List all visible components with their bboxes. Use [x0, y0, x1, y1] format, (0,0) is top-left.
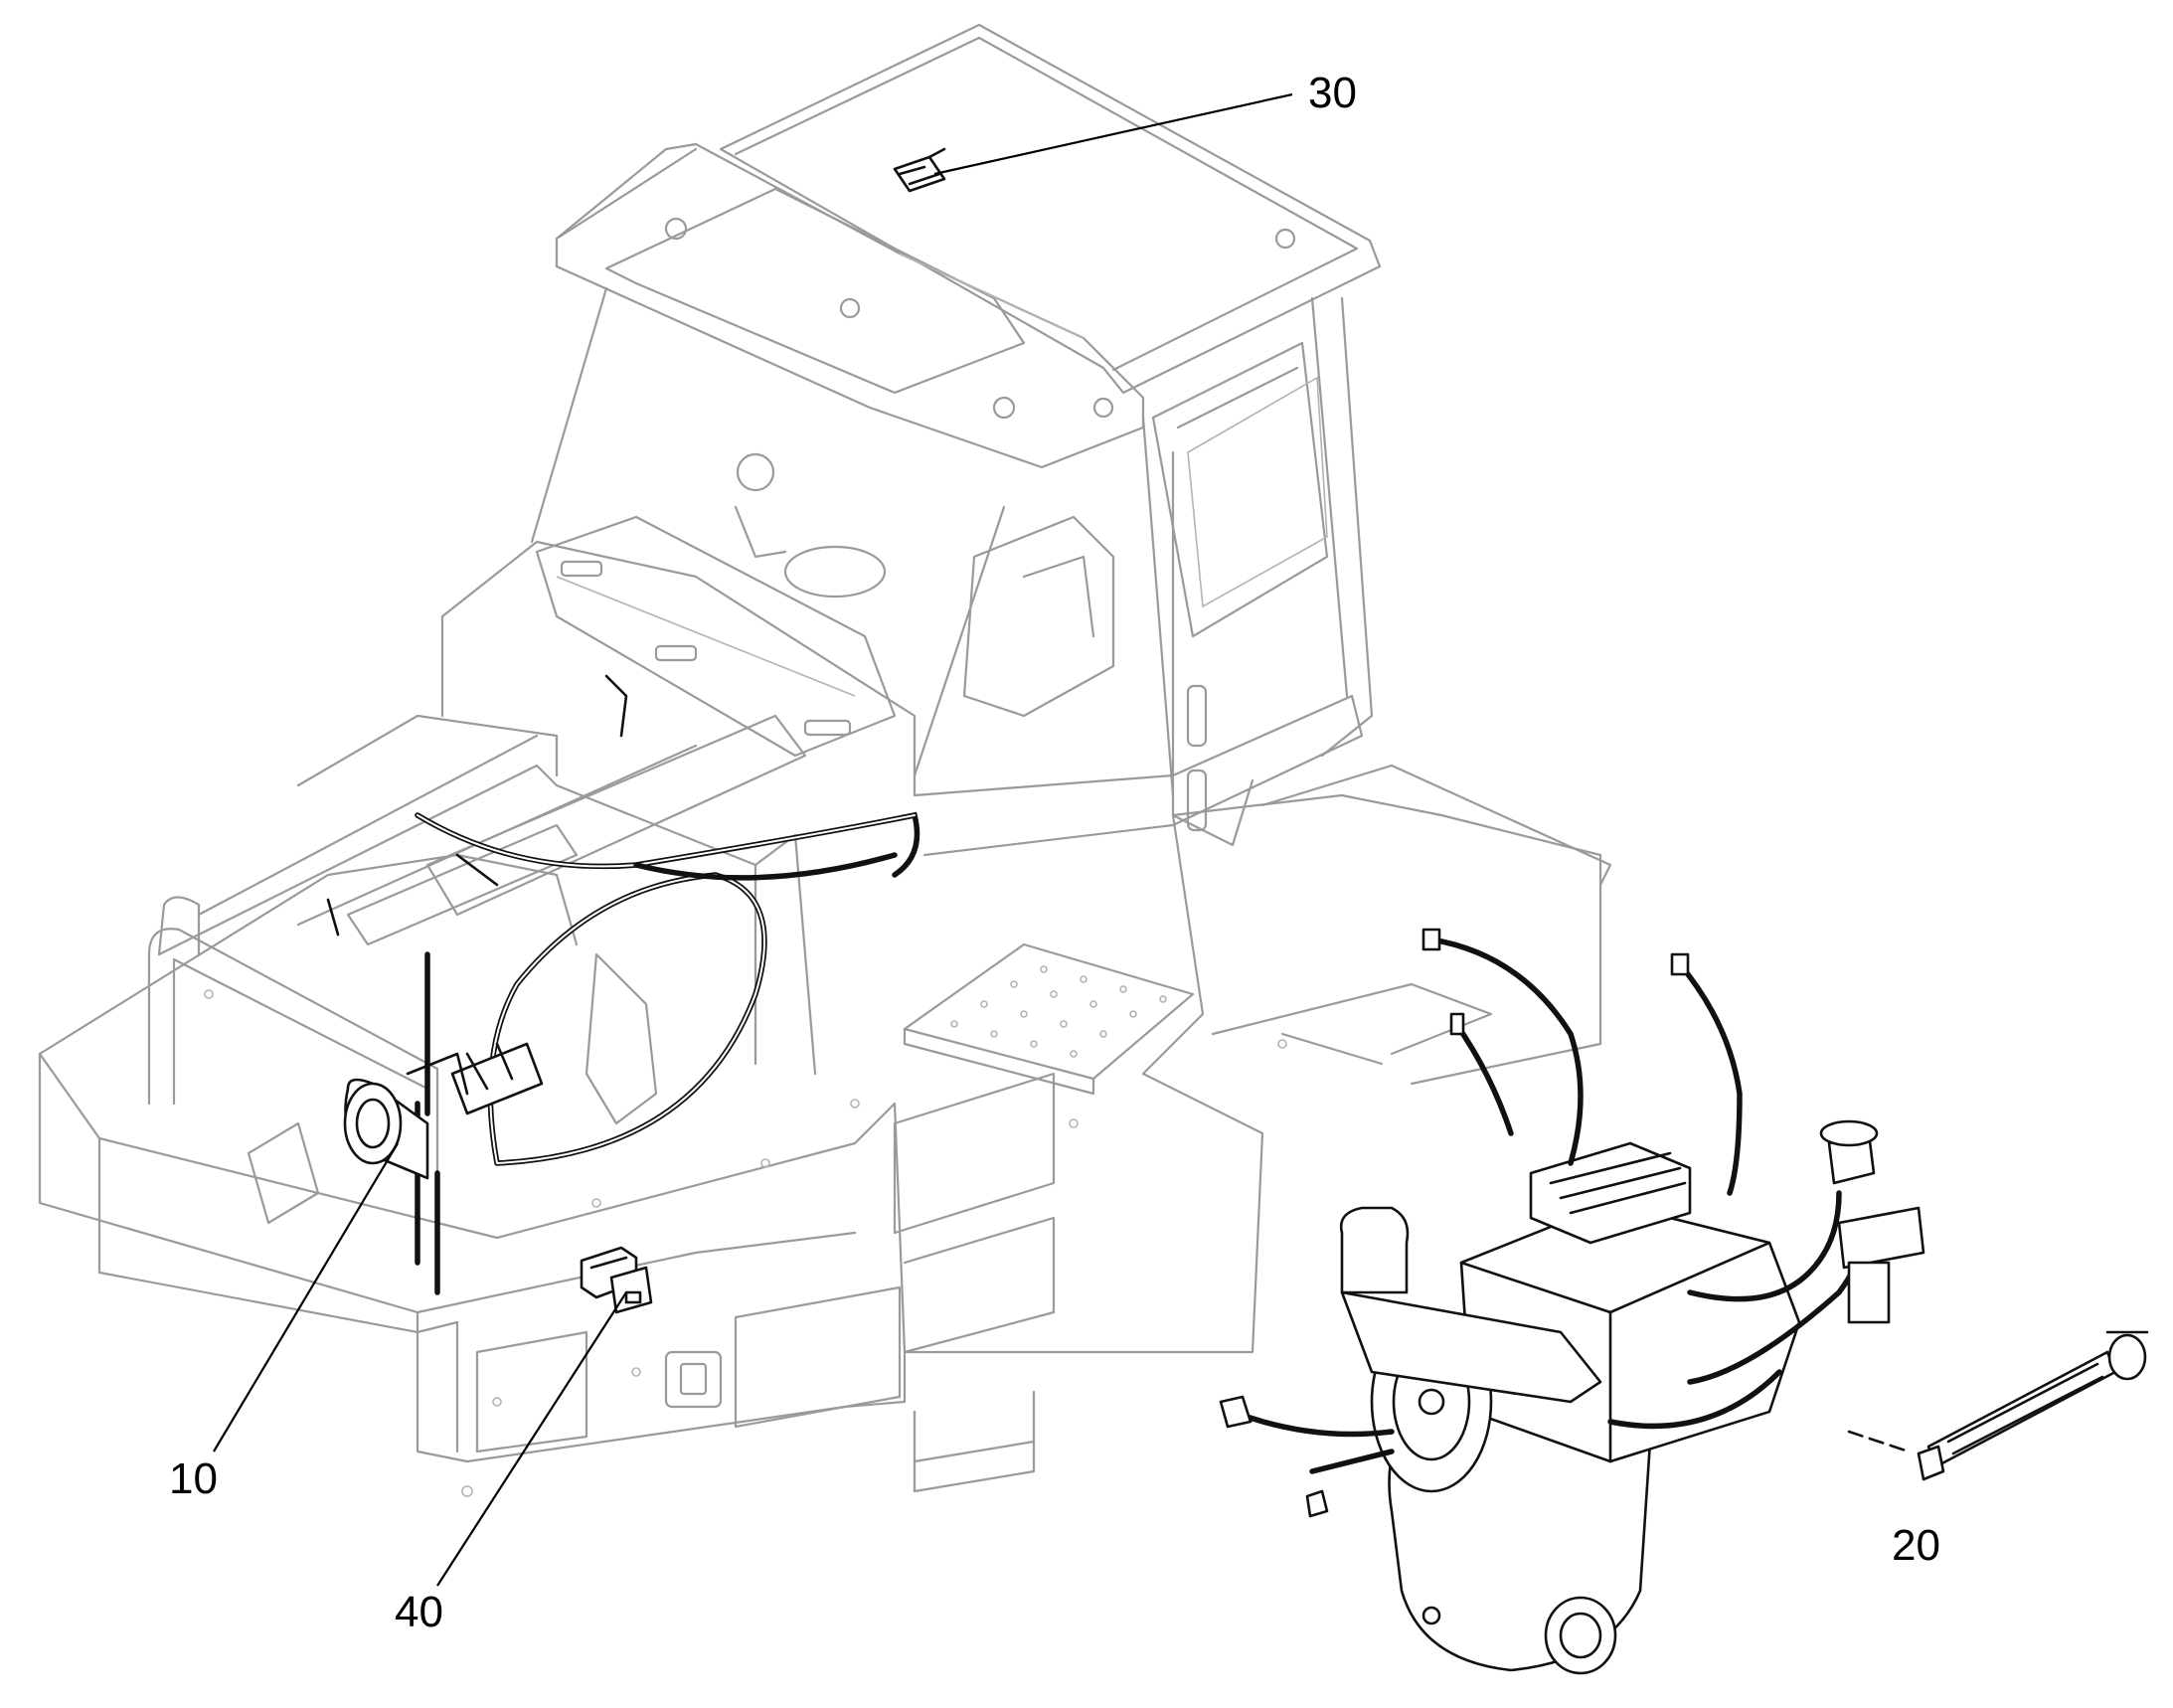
- callout-label-10: 10: [169, 1454, 218, 1503]
- part-20-transmission: [1219, 928, 2149, 1675]
- platform-perforation: [950, 965, 1167, 1058]
- callout-label-30: 30: [1308, 69, 1357, 117]
- callout-label-20: 20: [1892, 1521, 1940, 1570]
- leader-line-40: [436, 1291, 627, 1587]
- leader-lines: [213, 92, 1293, 1587]
- part-40-bracket: [580, 1246, 653, 1314]
- callout-label-40: 40: [395, 1588, 443, 1636]
- machine-outline: [38, 23, 1612, 1497]
- leader-line-10: [213, 1142, 399, 1452]
- leader-line-30: [933, 92, 1293, 176]
- part-10-harness: [326, 674, 920, 1295]
- part-30-roof-unit: [893, 147, 946, 193]
